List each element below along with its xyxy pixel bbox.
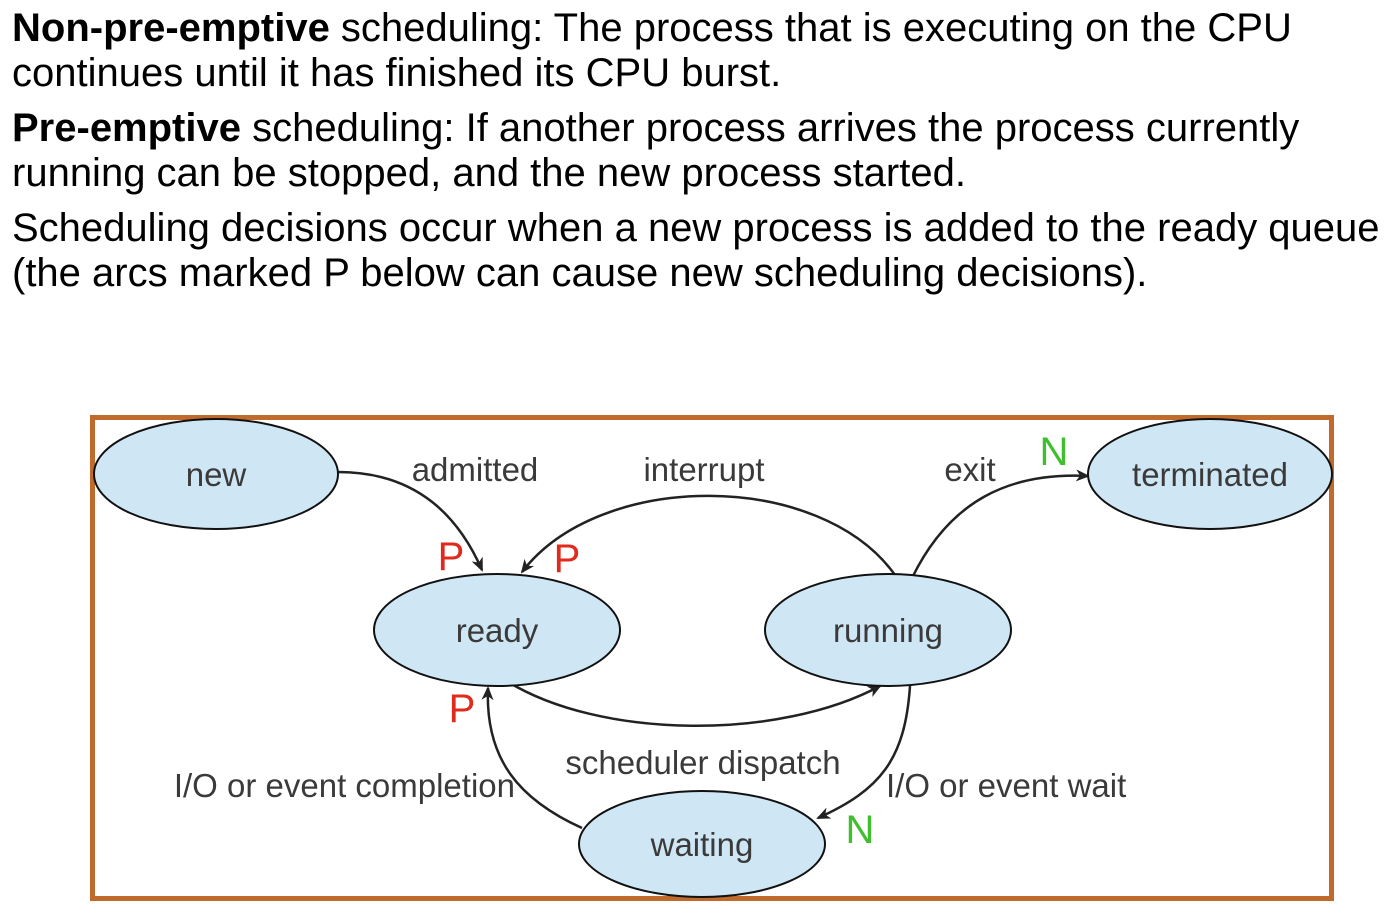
mark-n-exit: N <box>1040 430 1069 474</box>
state-waiting: waiting <box>578 790 826 898</box>
label-io-completion: I/O or event completion <box>174 767 515 804</box>
mark-p-admitted: P <box>438 535 465 579</box>
state-ready-label: ready <box>456 612 539 649</box>
term-non-preemptive: Non-pre-emptive <box>12 6 330 50</box>
label-interrupt: interrupt <box>643 451 764 488</box>
definition-non-preemptive: scheduling: The process that is executin… <box>12 6 1292 95</box>
edge-io-completion <box>481 686 583 830</box>
edge-scheduler-dispatch <box>504 678 882 728</box>
mark-n-wait: N <box>846 808 875 852</box>
paragraph-scheduling-decisions: Scheduling decisions occur when a new pr… <box>12 206 1392 296</box>
diagram-frame <box>90 415 1334 901</box>
paragraph-preemptive: Pre-emptive scheduling: If another proce… <box>12 106 1392 196</box>
state-waiting-label: waiting <box>650 826 754 863</box>
state-terminated: terminated <box>1087 418 1333 530</box>
label-io-wait: I/O or event wait <box>886 767 1126 804</box>
mark-p-completion: P <box>449 687 476 731</box>
edge-io-wait <box>816 685 912 820</box>
state-ready: ready <box>373 573 621 687</box>
label-scheduler-dispatch: scheduler dispatch <box>565 744 840 781</box>
scheduling-decisions-text: Scheduling decisions occur when a new pr… <box>12 206 1380 295</box>
edge-interrupt <box>520 494 897 576</box>
edge-exit <box>910 469 1090 579</box>
explanation-text: Non-pre-emptive scheduling: The process … <box>12 6 1392 306</box>
label-exit: exit <box>944 451 995 488</box>
mark-p-interrupt: P <box>554 537 581 581</box>
state-running: running <box>764 573 1012 687</box>
state-new: new <box>93 418 339 530</box>
state-new-label: new <box>186 456 247 493</box>
state-terminated-label: terminated <box>1132 456 1288 493</box>
edge-admitted <box>337 470 484 572</box>
paragraph-non-preemptive: Non-pre-emptive scheduling: The process … <box>12 6 1392 96</box>
definition-preemptive: scheduling: If another process arrives t… <box>12 106 1300 195</box>
label-admitted: admitted <box>412 451 539 488</box>
state-running-label: running <box>833 612 943 649</box>
term-preemptive: Pre-emptive <box>12 106 241 150</box>
